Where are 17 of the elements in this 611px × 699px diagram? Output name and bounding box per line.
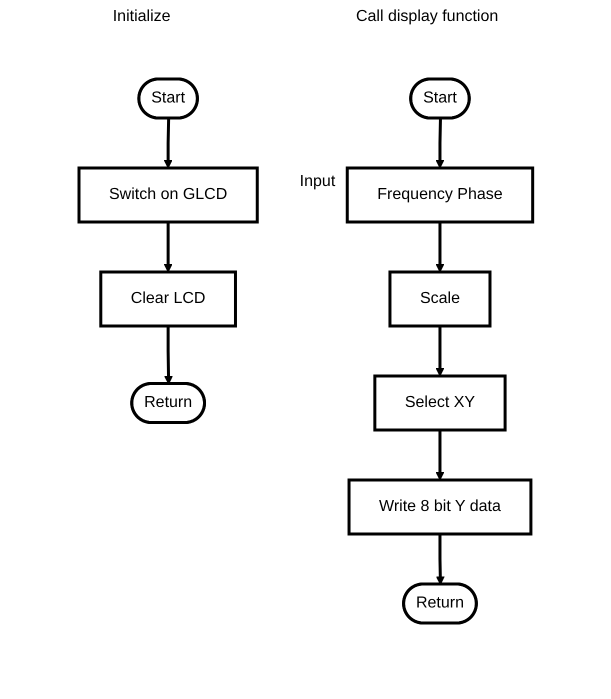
arrow — [435, 326, 444, 376]
arrow — [163, 222, 172, 272]
arrow — [435, 222, 444, 272]
arrow — [436, 534, 444, 585]
node-box: Scale — [388, 270, 492, 328]
node-box: Clear LCD — [98, 270, 237, 328]
node-box: Frequency Phase — [345, 166, 534, 224]
node-box: Select XY — [373, 374, 506, 432]
node-box: Switch on GLCD — [77, 166, 258, 224]
side-note: Input — [299, 173, 335, 190]
arrow — [435, 430, 444, 480]
arrow — [164, 326, 173, 384]
arrow — [435, 118, 444, 168]
flowchart-heading: Call display function — [356, 8, 498, 26]
arrow — [163, 118, 172, 168]
node-box: Write 8 bit Y data — [347, 478, 532, 536]
flowchart-heading: Initialize — [112, 8, 171, 26]
